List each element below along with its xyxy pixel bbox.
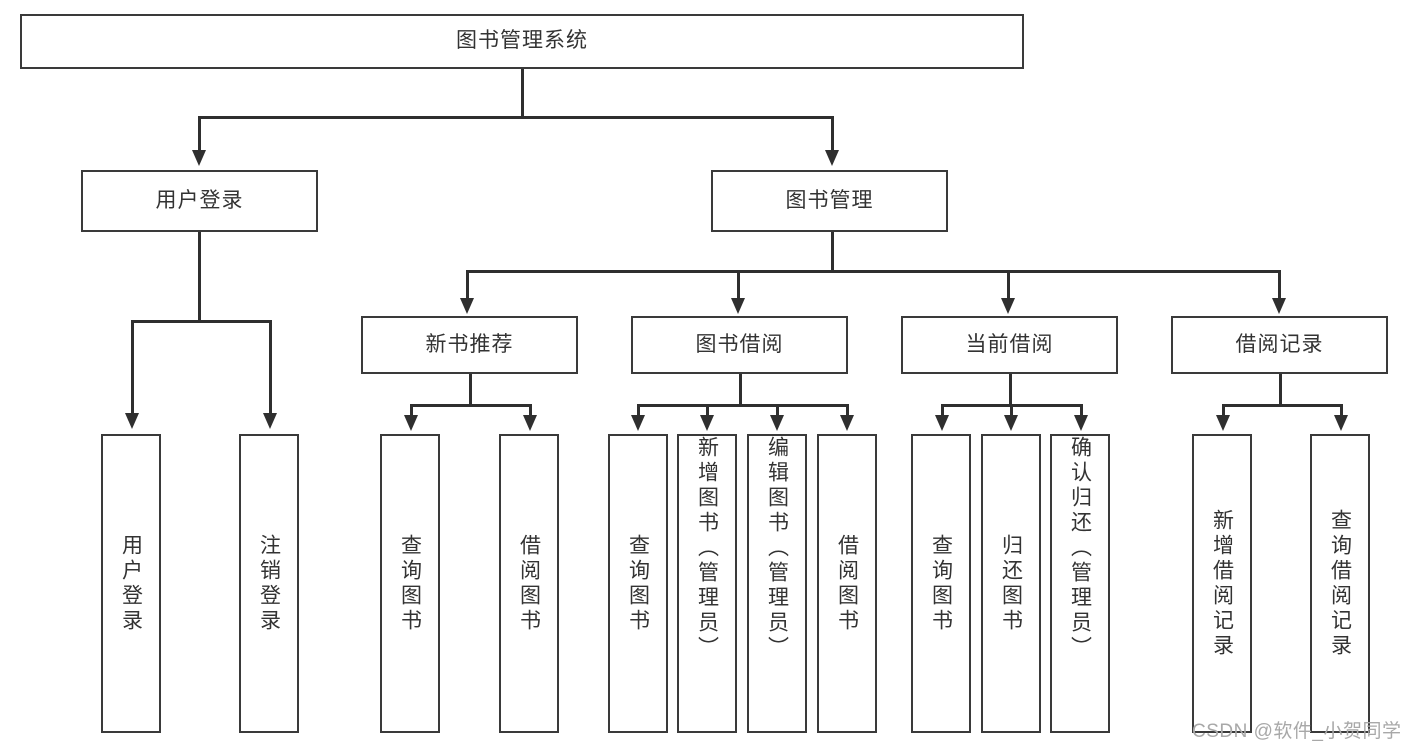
node-label: 用户登录	[119, 533, 143, 634]
node-label: 图书借阅	[695, 332, 784, 356]
edge-userlogin-bus	[131, 320, 269, 323]
edge-borrowrecord-to-leaf2	[1340, 404, 1343, 420]
arrow-newbook-to-leaf2	[523, 415, 537, 431]
edge-root-bus	[198, 116, 833, 119]
leaf-add-borrow-record[interactable]: 新增借阅记录	[1192, 434, 1252, 733]
edge-bookmgmt-to-borrow	[737, 270, 740, 300]
edge-newbook-to-leaf1	[410, 404, 413, 420]
arrow-bookmgmt-to-current	[1001, 298, 1015, 314]
arrow-currentborrow-to-leaf3	[1074, 415, 1088, 431]
edge-newbook-stem	[469, 374, 472, 406]
leaf-confirm-return-admin[interactable]: 确认归还（管理员）	[1050, 434, 1110, 733]
node-label: 新书推荐	[425, 332, 514, 356]
watermark-text: CSDN @软件_小贺同学	[1192, 721, 1402, 742]
edge-newbook-to-leaf2	[529, 404, 532, 420]
leaf-query-book-recommend[interactable]: 查询图书	[380, 434, 440, 733]
node-current-borrow[interactable]: 当前借阅	[901, 316, 1118, 374]
edge-borrowrecord-stem	[1279, 374, 1282, 406]
edge-currentborrow-to-leaf2	[1010, 404, 1013, 420]
node-label: 当前借阅	[965, 332, 1054, 356]
edge-bookmgmt-to-record	[1278, 270, 1281, 300]
node-new-book-recommend[interactable]: 新书推荐	[361, 316, 578, 374]
node-label: 图书管理	[785, 188, 874, 212]
leaf-query-book-borrow[interactable]: 查询图书	[608, 434, 668, 733]
leaf-user-login[interactable]: 用户登录	[101, 434, 161, 733]
node-user-login[interactable]: 用户登录	[81, 170, 318, 232]
node-label: 新增借阅记录	[1210, 508, 1234, 659]
node-label: 确认归还（管理员）	[1068, 436, 1092, 661]
node-label: 归还图书	[999, 533, 1023, 634]
arrow-borrowrecord-to-leaf2	[1334, 415, 1348, 431]
edge-root-to-bookmgmt	[831, 116, 834, 152]
edge-bookmgmt-to-current	[1007, 270, 1010, 300]
leaf-edit-book-admin[interactable]: 编辑图书（管理员）	[747, 434, 807, 733]
node-label: 编辑图书（管理员）	[765, 436, 789, 661]
edge-currentborrow-to-leaf1	[941, 404, 944, 420]
node-borrow-record[interactable]: 借阅记录	[1171, 316, 1388, 374]
edge-bookmgmt-stem	[831, 232, 834, 272]
node-label: 借阅图书	[835, 533, 859, 634]
arrow-newbook-to-leaf1	[404, 415, 418, 431]
node-label: 新增图书（管理员）	[695, 436, 719, 661]
leaf-borrow-book[interactable]: 借阅图书	[817, 434, 877, 733]
edge-bookborrow-stem	[739, 374, 742, 406]
node-label: 借阅记录	[1235, 332, 1324, 356]
arrow-userlogin-to-leaf1	[125, 413, 139, 429]
arrow-bookborrow-to-leaf3	[770, 415, 784, 431]
edge-bookmgmt-bus	[466, 270, 1278, 273]
leaf-return-book[interactable]: 归还图书	[981, 434, 1041, 733]
arrow-bookmgmt-to-record	[1272, 298, 1286, 314]
node-label: 注销登录	[257, 533, 281, 634]
node-label: 用户登录	[155, 188, 244, 212]
arrow-currentborrow-to-leaf1	[935, 415, 949, 431]
edge-userlogin-to-leaf2	[269, 320, 272, 415]
edge-root-stem	[521, 69, 524, 116]
node-label: 查询图书	[398, 533, 422, 634]
edge-bookborrow-bus	[637, 404, 846, 407]
edge-newbook-bus	[410, 404, 529, 407]
node-label: 借阅图书	[517, 533, 541, 634]
node-root-system[interactable]: 图书管理系统	[20, 14, 1024, 69]
leaf-query-borrow-record[interactable]: 查询借阅记录	[1310, 434, 1370, 733]
node-book-borrow[interactable]: 图书借阅	[631, 316, 848, 374]
edge-bookborrow-to-leaf4	[846, 404, 849, 420]
edge-bookmgmt-to-new	[466, 270, 469, 300]
node-label: 查询图书	[626, 533, 650, 634]
arrow-userlogin-to-leaf2	[263, 413, 277, 429]
node-label: 图书管理系统	[456, 29, 588, 53]
arrow-bookborrow-to-leaf1	[631, 415, 645, 431]
node-label: 查询图书	[929, 533, 953, 634]
leaf-logout[interactable]: 注销登录	[239, 434, 299, 733]
edge-borrowrecord-to-leaf1	[1222, 404, 1225, 420]
edge-currentborrow-stem	[1009, 374, 1012, 406]
arrow-bookmgmt-to-borrow	[731, 298, 745, 314]
edge-bookborrow-to-leaf2	[706, 404, 709, 420]
edge-userlogin-to-leaf1	[131, 320, 134, 415]
leaf-add-book-admin[interactable]: 新增图书（管理员）	[677, 434, 737, 733]
edge-bookborrow-to-leaf1	[637, 404, 640, 420]
arrow-root-to-userlogin	[192, 150, 206, 166]
edge-currentborrow-to-leaf3	[1080, 404, 1083, 420]
arrow-bookmgmt-to-new	[460, 298, 474, 314]
edge-userlogin-stem	[198, 232, 201, 322]
edge-borrowrecord-bus	[1222, 404, 1340, 407]
arrow-borrowrecord-to-leaf1	[1216, 415, 1230, 431]
leaf-borrow-book-recommend[interactable]: 借阅图书	[499, 434, 559, 733]
arrow-bookborrow-to-leaf4	[840, 415, 854, 431]
edge-root-to-userlogin	[198, 116, 201, 152]
node-label: 查询借阅记录	[1328, 508, 1352, 659]
arrow-bookborrow-to-leaf2	[700, 415, 714, 431]
arrow-root-to-bookmgmt	[825, 150, 839, 166]
node-book-management[interactable]: 图书管理	[711, 170, 948, 232]
leaf-query-book-current[interactable]: 查询图书	[911, 434, 971, 733]
edge-bookborrow-to-leaf3	[776, 404, 779, 420]
arrow-currentborrow-to-leaf2	[1004, 415, 1018, 431]
